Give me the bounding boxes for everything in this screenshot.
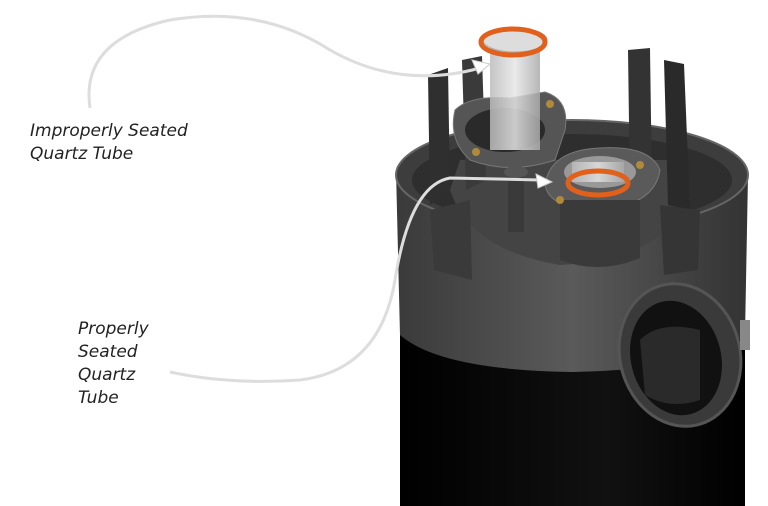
label-line: Seated <box>78 342 138 362</box>
label-line: Tube <box>78 388 119 408</box>
quartz-tube-improper <box>490 40 540 150</box>
label-line: Quartz <box>78 365 136 385</box>
proper-callout-arrow <box>169 176 541 383</box>
label-line: Improperly Seated <box>30 121 188 141</box>
label-line: Properly <box>78 319 149 339</box>
label-line: Quartz Tube <box>30 144 134 164</box>
post-left <box>428 68 450 205</box>
label-improperly-seated-tube: Improperly Seated Quartz Tube <box>30 120 188 166</box>
label-properly-seated-tube: Properly Seated Quartz Tube <box>78 318 149 410</box>
improper-callout-arrow <box>87 14 481 109</box>
o-ring-proper <box>565 168 631 198</box>
o-ring-improper <box>478 26 548 58</box>
